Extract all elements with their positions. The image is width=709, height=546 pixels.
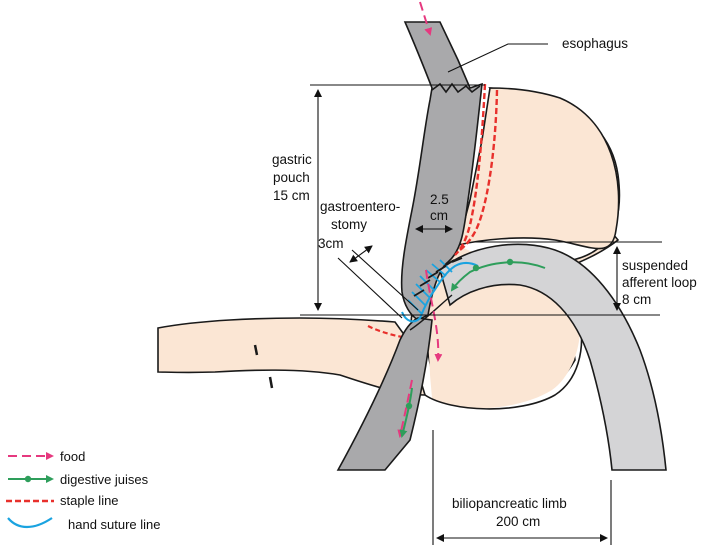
lower-stomach-outline: [424, 321, 583, 410]
biliopancreatic-limb-label: biliopancreatic limb: [452, 496, 567, 511]
hand-suture-line: [401, 262, 479, 323]
antrum-staple: [367, 325, 409, 340]
gastric-pouch-label: gastric: [272, 152, 312, 167]
stomach-body: [456, 87, 620, 250]
staple-stitches: [413, 257, 463, 297]
digestive-flow-lower: [399, 387, 413, 438]
duodenum-inner-lines: [253, 344, 274, 389]
food-flow-limb: [397, 379, 413, 438]
afferent-loop-size: 8 cm: [622, 292, 651, 307]
jejunum-join: [409, 294, 453, 331]
legend-label-food: food: [60, 449, 85, 464]
legend-label-staple: staple line: [60, 493, 119, 508]
efferent-limb: [336, 317, 433, 471]
digestive-flow-upper: [450, 261, 546, 292]
legend: food digestive juises staple line hand s…: [6, 449, 161, 532]
biliopancreatic-limb: [439, 243, 667, 471]
legend-label-digestive: digestive juises: [60, 472, 149, 487]
afferent-loop-label: suspended: [622, 258, 688, 273]
gastroenterostomy-size: 3cm: [318, 236, 344, 251]
esophagus-label: esophagus: [562, 36, 628, 51]
afferent-loop-label: afferent loop: [622, 275, 697, 290]
digestive-dot: [506, 258, 514, 266]
dimension-lines: [300, 43, 662, 545]
gastric-pouch-label: pouch: [273, 170, 310, 185]
legend-label-suture: hand suture line: [68, 517, 161, 532]
gastric-pouch-size: 15 cm: [273, 188, 310, 203]
digestive-legend-dot: [24, 475, 32, 483]
pouch-width-value: 2.5: [430, 192, 449, 207]
pouch-width-unit: cm: [430, 208, 448, 223]
gastric-pouch: [400, 21, 483, 321]
suture-legend-icon: [7, 517, 53, 529]
digestive-dot: [472, 264, 480, 272]
food-flow-top: [419, 1, 433, 36]
pouch-staple-line: [454, 83, 487, 256]
stomach-staple-line: [459, 89, 499, 251]
gastroenterostomy-label: stomy: [331, 217, 367, 232]
digestive-dot: [405, 402, 413, 410]
gastroenterostomy-label: gastroentero-: [320, 199, 400, 214]
biliopancreatic-limb-size: 200 cm: [496, 514, 540, 529]
